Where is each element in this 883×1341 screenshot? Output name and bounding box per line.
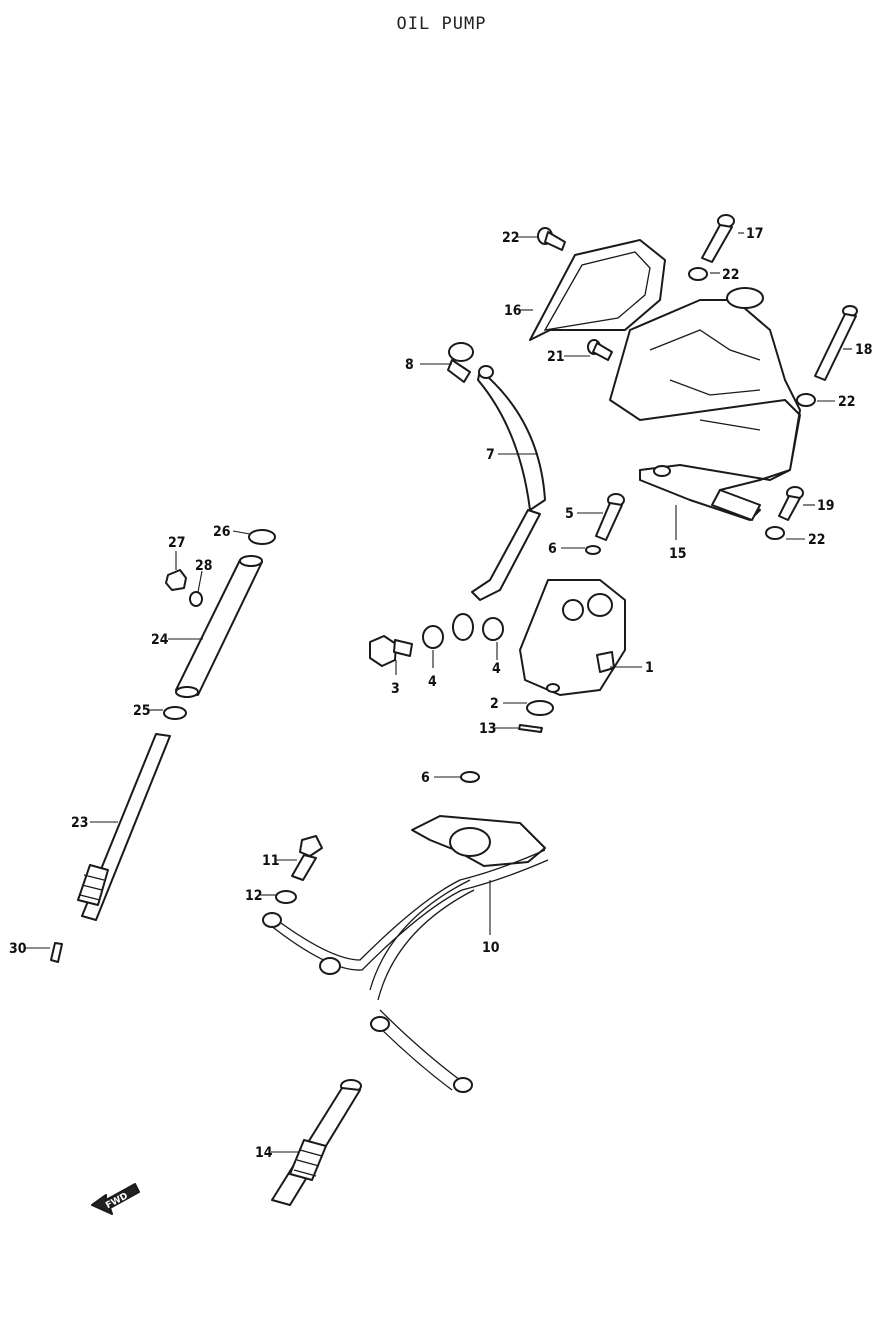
callout-20: 22: [502, 230, 520, 246]
callout-26: 26: [213, 524, 231, 540]
part-5-screw: [595, 493, 625, 541]
callout-4: 4: [492, 661, 501, 677]
callout-19: 19: [817, 498, 835, 514]
part-4-washer: [482, 617, 504, 641]
callout-3: 3: [391, 681, 400, 697]
callout-labels: 22 17 22 16 21 18 22 8 7 5 19 15 22 6 1 …: [9, 226, 873, 1161]
diagram-title: OIL PUMP: [396, 14, 487, 34]
callout-16: 16: [504, 303, 522, 319]
callout-30: 30: [9, 941, 27, 957]
callout-5: 5: [565, 506, 574, 522]
part-2-o-ring: [526, 700, 554, 716]
part-14-shaft: [271, 1079, 362, 1206]
callout-4: 4: [428, 674, 437, 690]
banjo-fitting: [452, 613, 474, 641]
part-26-o-ring: [248, 529, 276, 545]
part-17-long-bolt: [814, 305, 858, 381]
callout-7: 6: [421, 770, 430, 786]
callout-8: 7: [486, 447, 495, 463]
part-30-pin: [50, 942, 63, 963]
callout-2: 2: [490, 696, 499, 712]
part-1-oil-pump: [519, 579, 626, 696]
part-21-screw: [587, 339, 613, 361]
part-8-oil-hose: [471, 365, 546, 601]
callout-22: 22: [722, 267, 740, 283]
callout-6: 6: [548, 541, 557, 557]
callout-23: 23: [71, 815, 89, 831]
callout-24: 24: [151, 632, 169, 648]
part-16-bracket-plate: [529, 239, 666, 341]
part-11-bolt: [291, 835, 323, 881]
part-23-drive-shaft: [77, 733, 171, 921]
part-24-tube: [175, 555, 263, 698]
callout-9: 8: [405, 357, 414, 373]
callout-18: 17: [746, 226, 764, 242]
part-22-washer: [688, 267, 708, 281]
callout-17: 18: [855, 342, 873, 358]
callout-15: 15: [669, 546, 687, 562]
leader-lines: [25, 232, 852, 1153]
callout-14: 14: [255, 1145, 273, 1161]
callout-28: 28: [195, 558, 213, 574]
part-13-pin: [518, 724, 543, 733]
part-22-washer: [765, 526, 785, 540]
part-20-screw: [537, 227, 566, 251]
callout-10: 10: [482, 940, 500, 956]
callout-13: 13: [479, 721, 497, 737]
part-4-washer: [422, 625, 444, 649]
part-7-o-ring: [460, 771, 480, 783]
part-22-washer: [796, 393, 816, 407]
callout-11: 11: [262, 853, 280, 869]
callout-27: 27: [168, 535, 186, 551]
part-19-screw: [778, 486, 804, 521]
part-25-washer: [163, 706, 187, 720]
part-9-hose-clamp: [447, 342, 474, 383]
part-15-pump-cover: [609, 287, 801, 521]
part-6-washer: [585, 545, 601, 555]
part-18-bolt: [701, 214, 735, 263]
callout-1: 1: [645, 660, 654, 676]
part-10-oil-line: [262, 815, 549, 1093]
callout-22: 22: [808, 532, 826, 548]
part-3-union-bolt: [369, 635, 413, 667]
part-28-washer: [189, 591, 203, 607]
callout-12: 12: [245, 888, 263, 904]
callout-22: 22: [838, 394, 856, 410]
part-12-washer: [275, 890, 297, 904]
callout-25: 25: [133, 703, 151, 719]
callout-21: 21: [547, 349, 565, 365]
fwd-direction-indicator: FWD: [91, 1183, 140, 1215]
part-27-bolt: [165, 569, 187, 591]
